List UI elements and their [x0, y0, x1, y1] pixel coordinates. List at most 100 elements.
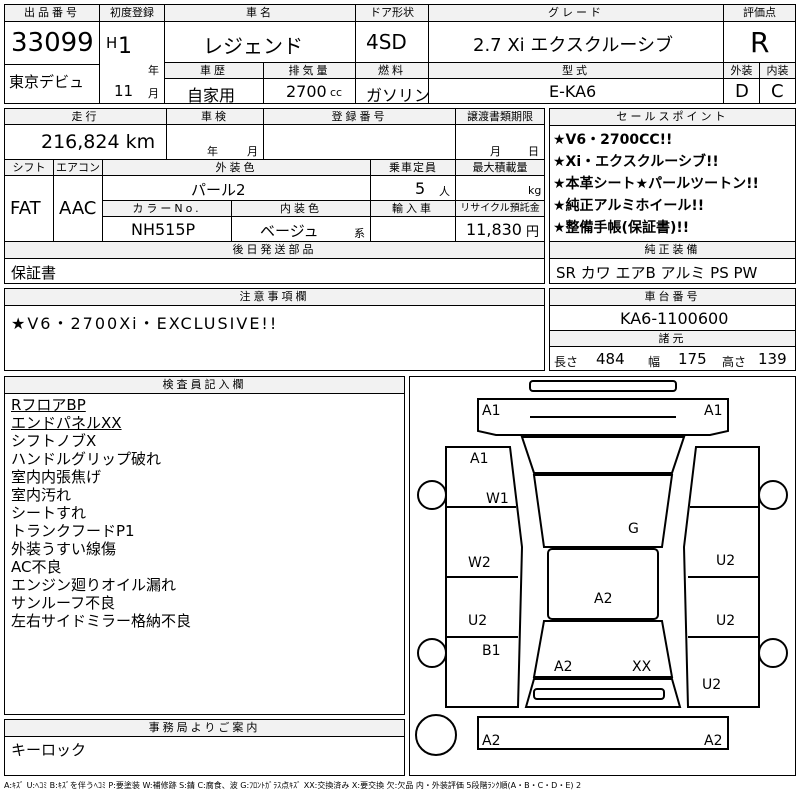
spare-tire: [415, 714, 457, 756]
windshield-shape: [532, 474, 674, 548]
ac-label: エアコン: [53, 159, 103, 176]
first-reg-month: 11: [114, 82, 134, 100]
inspector-line: RフロアBP: [11, 396, 86, 414]
ac: AAC: [59, 198, 97, 219]
type-cell: E-KA6: [428, 78, 724, 104]
doors-label: ドア形状: [355, 4, 429, 22]
interior-color-suffix: 系: [354, 227, 365, 240]
first-reg-label: 初度登録: [99, 4, 165, 22]
recycle: 11,830: [466, 220, 522, 239]
dims-cell: 長さ 484 幅 175 高さ 139: [549, 346, 796, 371]
grade-cell: 2.7 Xi エクスクルーシブ: [428, 21, 724, 63]
inspector-line: トランクフードP1: [11, 522, 135, 540]
front-outline: [477, 398, 729, 436]
type: E-KA6: [549, 82, 597, 101]
length-value: 484: [596, 350, 625, 368]
wheel-front-right: [758, 480, 788, 510]
auction-site: 東京デビュ: [9, 73, 85, 91]
mark-roof: G: [628, 521, 639, 537]
mark-right-rear-door: U2: [716, 613, 735, 629]
sales-points-list: ★V6・2700CC!! ★Xi・エクスクルーシブ!! ★本革シート★パールツー…: [549, 125, 796, 242]
mark-left-rear-wheel: B1: [482, 643, 501, 659]
grade-label: グレード: [428, 4, 724, 22]
inspector-notes: RフロアBP エンドパネルXX シフトノブX ハンドルグリップ破れ 室内内張焦げ…: [4, 393, 405, 715]
rear-window-shape: [532, 620, 674, 678]
mark-rear-bumper-right: A2: [704, 733, 722, 749]
fuel-cell: ガソリン: [355, 78, 429, 104]
chassis-cell: KA6-1100600: [549, 305, 796, 331]
roof-shape: [547, 548, 659, 620]
color-no-label: カラーNo.: [102, 200, 232, 217]
inspector-line: 室内内張焦げ: [11, 468, 102, 486]
sales-point-item: ★整備手帳(保証書)!!: [553, 220, 690, 236]
exterior-color-cell: パール2: [102, 175, 371, 201]
inspector-line: ハンドルグリップ破れ: [11, 450, 162, 468]
wheel-rear-right: [758, 638, 788, 668]
rear-outline: [477, 716, 729, 750]
notes-label: 注意事項欄: [4, 288, 545, 306]
sales-point-item: ★本革シート★パールツートン!!: [553, 176, 759, 192]
inspector-line: シートすれ: [11, 504, 87, 522]
inspector-line: AC不良: [11, 558, 62, 576]
first-reg-month-unit: 月: [148, 87, 159, 100]
sales-points-label: セールスポイント: [549, 108, 796, 126]
first-reg-cell: H 1 年 11 月: [99, 21, 165, 104]
history-label: 車歴: [164, 62, 264, 79]
transfer-cell: 月 日: [455, 124, 545, 160]
mileage-cell: 216,824 km: [4, 124, 167, 160]
ext-grade-label: 外装: [723, 62, 760, 79]
auction-site-cell: 東京デビュ: [4, 64, 100, 104]
interior-color: ベージュ: [260, 222, 319, 240]
max-load-label: 最大積載量: [455, 159, 545, 176]
score: R: [750, 26, 770, 59]
inspection-year-unit: 年: [207, 145, 218, 158]
mark-trunk: A2: [594, 591, 612, 607]
inspector-label: 検査員記入欄: [4, 376, 405, 394]
displacement-label: 排気量: [263, 62, 356, 79]
inspector-line: シフトノブX: [11, 432, 97, 450]
rear-bumper-shape: [533, 688, 665, 700]
shift-cell: FAT: [4, 175, 54, 242]
mark-right-front-door: U2: [716, 553, 735, 569]
inspector-line: エンドパネルXX: [11, 414, 122, 432]
sales-point-item: ★Xi・エクスクルーシブ!!: [553, 154, 719, 170]
sales-point-item: ★V6・2700CC!!: [553, 132, 673, 148]
int-grade-cell: C: [759, 78, 796, 104]
score-cell: R: [723, 21, 796, 63]
mark-rear-bumper-left: A2: [482, 733, 500, 749]
capacity-unit: 人: [439, 185, 450, 198]
interior-color-label: 内装色: [231, 200, 371, 217]
notes-cell: ★V6・2700Xi・EXCLUSIVE!!: [4, 305, 545, 371]
inspector-line: 左右サイドミラー格納不良: [11, 612, 192, 630]
model-label: 車名: [164, 4, 356, 22]
office-text: キーロック: [11, 741, 87, 759]
displacement-unit: cc: [330, 86, 343, 99]
lot-no-label: 出品番号: [4, 4, 100, 22]
recycle-label: リサイクル預託金: [455, 200, 545, 217]
after-parts-text: 保証書: [11, 264, 57, 282]
after-parts-label: 後日発送部品: [4, 241, 545, 259]
inspector-line: 室内汚れ: [11, 486, 72, 504]
mark-left-front-door: W1: [486, 491, 509, 507]
capacity-label: 乗車定員: [370, 159, 456, 176]
notes-text: ★V6・2700Xi・EXCLUSIVE!!: [11, 314, 279, 333]
displacement-cell: 2700 cc: [263, 78, 356, 104]
capacity: 5: [415, 179, 426, 198]
car-diagram-svg: A1 A1 A1 W1 W2 U2 B1 G A2 A2 XX U2 U2 U2…: [415, 380, 788, 756]
width-label: 幅: [648, 355, 661, 369]
grade: 2.7 Xi エクスクルーシブ: [473, 35, 673, 56]
reg-no-cell: [263, 124, 456, 160]
height-label: 高さ: [722, 355, 747, 369]
equipment-text: SR カワ エアB アルミ PS PW: [556, 264, 758, 282]
color-no: NH515P: [131, 220, 196, 239]
first-reg-year: 1: [118, 34, 132, 59]
shift: FAT: [10, 198, 41, 219]
front-bumper-shape: [529, 380, 677, 392]
import-label: 輸入車: [370, 200, 456, 217]
dims-label: 諸元: [549, 330, 796, 347]
mark-left-rear-door: W2: [468, 555, 491, 571]
shift-label: シフト: [4, 159, 54, 176]
damage-diagram: A1 A1 A1 W1 W2 U2 B1 G A2 A2 XX U2 U2 U2…: [409, 376, 796, 776]
history-cell: 自家用: [164, 78, 264, 104]
exterior-color: パール2: [191, 181, 246, 199]
